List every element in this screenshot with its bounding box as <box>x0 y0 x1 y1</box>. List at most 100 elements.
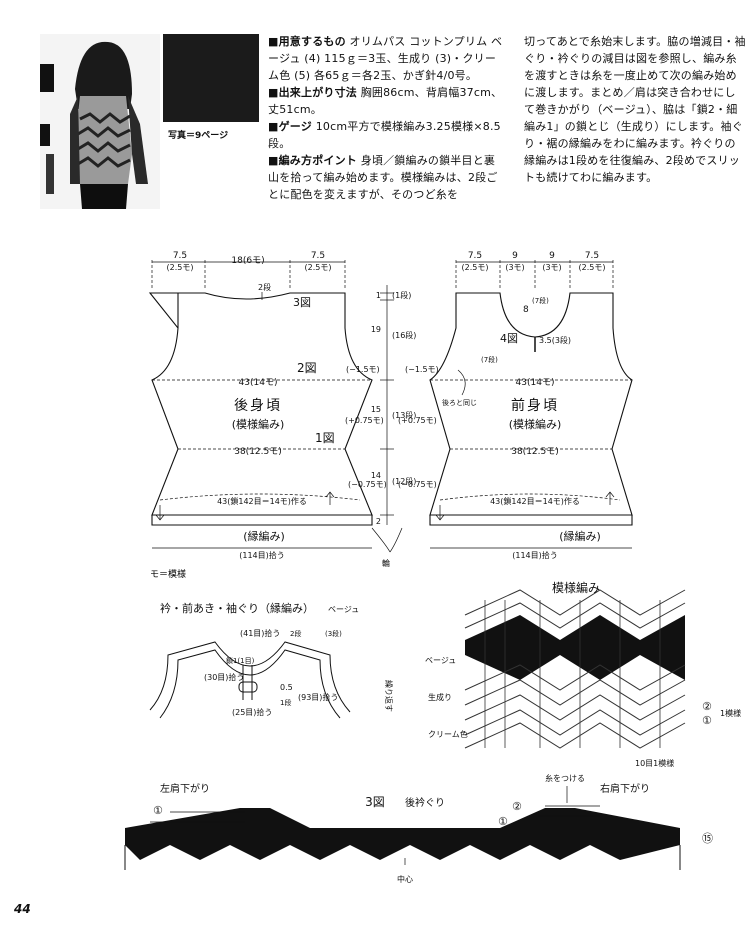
materials-label: ■用意するもの <box>268 35 346 48</box>
front-dim-3: 9 <box>549 251 555 261</box>
back-mod-left: (2.5モ) <box>167 263 194 272</box>
back-two-rows: 2段 <box>258 282 271 292</box>
scale-15: 15 <box>371 405 381 414</box>
scale-2: 2 <box>376 517 381 526</box>
fig3-mark-left-1: ① <box>153 804 163 817</box>
edging-pick41: (41目)拾う <box>240 628 280 638</box>
edging-d05: 0.5 <box>280 683 293 692</box>
points-body-1: 身頃／鎖編みの鎖半目と裏山を拾って編み始めます。模様編みは、2段ごとに配色を変え… <box>268 154 498 201</box>
pattern-kinari: 生成り <box>428 692 452 702</box>
pattern-ten-st: 10目1模様 <box>635 758 674 768</box>
front-neck-rows: (7段) <box>532 296 549 305</box>
front-width-43: 43(14モ) <box>516 378 555 388</box>
front-body-outline <box>429 292 633 516</box>
pattern-repeat: 繰り返す <box>384 680 394 712</box>
edging-slit: 鎖1(1目) <box>226 656 255 665</box>
pattern-mark-1: ① <box>702 714 712 727</box>
back-fig1: 1図 <box>315 431 335 445</box>
scale-14: 14 <box>371 471 381 480</box>
back-border: (縁編み) <box>243 529 285 543</box>
pattern-cream: クリーム色 <box>428 729 468 739</box>
pattern-one-module: 1模様 <box>720 708 741 718</box>
size-body: 胸囲86cm、背肩幅37cm、丈51cm。 <box>268 86 503 116</box>
back-width-38: 38(12.5モ) <box>234 447 282 457</box>
fabric-swatch <box>163 34 259 122</box>
photo-caption: 写真＝9ページ <box>168 131 229 141</box>
scale-14-rows: (12段) <box>392 476 416 486</box>
edging-color: ベージュ <box>328 605 359 614</box>
size-label: ■出来上がり寸法 <box>268 86 357 99</box>
back-chain: 43(鎖142目＝14モ)作る <box>217 496 307 506</box>
front-border: (縁編み) <box>559 529 601 543</box>
front-mod-2: (3モ) <box>505 263 524 272</box>
edging-pick93: (93目)拾う <box>298 692 338 702</box>
front-fig4: 4図 <box>500 332 518 345</box>
fig3-mark-15: ⑮ <box>702 832 713 845</box>
back-dim-center: 18(6モ) <box>231 256 264 266</box>
front-dim-2: 9 <box>512 251 518 261</box>
edging-d2: 2段 <box>290 629 301 638</box>
fig3-right-shoulder: 右肩下がり <box>600 782 650 795</box>
back-width-43: 43(14モ) <box>239 378 278 388</box>
gauge-body: 10cm平方で模様編み3.25模様×8.5段。 <box>268 120 501 150</box>
back-title: 後身頃 <box>234 398 282 414</box>
page-number: 44 <box>14 902 31 916</box>
front-neck-depth: 8 <box>523 305 529 315</box>
front-pickup: (114目)拾う <box>512 550 558 560</box>
edging-d3: (3段) <box>325 629 342 638</box>
front-dim-1: 7.5 <box>468 251 482 261</box>
fig3-center: 中心 <box>397 874 413 884</box>
instructions-column-2: 切ってあとで糸始末します。脇の増減目・袖ぐり・衿ぐりの減目は図を参照し、編み糸を… <box>524 33 746 186</box>
back-mod-right: (2.5モ) <box>305 263 332 272</box>
front-width-38: 38(12.5モ) <box>511 447 559 457</box>
front-plus075: (+0.75モ) <box>398 416 437 425</box>
back-pickup: (114目)拾う <box>239 550 285 560</box>
legend-mo: モ＝模様 <box>150 568 186 580</box>
edging-pick30: (30目)拾う <box>204 672 244 682</box>
front-arm-rows: (7段) <box>481 355 498 364</box>
pattern-chart <box>464 589 686 749</box>
edging-d1: 1段 <box>280 698 291 707</box>
front-dim-4: 7.5 <box>585 251 599 261</box>
instructions-column-1: ■用意するもの オリムパス コットンプリム ベージュ (4) 115ｇ＝3玉、生… <box>268 33 504 203</box>
back-subtitle: (模様編み) <box>232 417 285 431</box>
edging-title: 衿・前あき・袖ぐり（縁編み） <box>160 601 314 615</box>
front-subtitle: (模様編み) <box>509 417 562 431</box>
fig3-left-shoulder: 左肩下がり <box>160 782 210 795</box>
back-minus15: (−1.5モ) <box>346 365 380 374</box>
points-label: ■編み方ポイント <box>268 154 357 167</box>
front-mod-4: (2.5モ) <box>579 263 606 272</box>
back-fig2: 2図 <box>297 361 317 375</box>
scale-19: 19 <box>371 325 381 334</box>
back-minus075: (−0.75モ) <box>348 480 387 489</box>
fig3-title: 3図 <box>365 795 385 809</box>
fig3-mark-right-1: ① <box>498 815 508 828</box>
gauge-label: ■ゲージ <box>268 120 312 133</box>
back-body-outline <box>148 292 373 516</box>
fig3-subtitle: 後衿ぐり <box>405 796 445 809</box>
pattern-beige: ベージュ <box>425 656 456 665</box>
back-plus075: (+0.75モ) <box>345 416 384 425</box>
front-title: 前身頃 <box>511 397 559 414</box>
back-dim-right: 7.5 <box>311 251 325 261</box>
pattern-mark-2: ② <box>702 700 712 713</box>
front-mod-3: (3モ) <box>542 263 561 272</box>
front-minus15: (−1.5モ) <box>405 365 439 374</box>
materials-body: オリムパス コットンプリム ベージュ (4) 115ｇ＝3玉、生成り (3)・ク… <box>268 35 503 82</box>
edging-pick25: (25目)拾う <box>232 707 272 717</box>
front-mod-1: (2.5モ) <box>462 263 489 272</box>
front-chain: 43(鎖142目＝14モ)作る <box>490 496 580 506</box>
scale-15-rows: (13段) <box>392 410 416 420</box>
front-minus075: (−0.75モ) <box>398 480 437 489</box>
scale-1-rows: (1段) <box>392 290 411 300</box>
points-body-2: 切ってあとで糸始末します。脇の増減目・袖ぐり・衿ぐりの減目は図を参照し、編み糸を… <box>524 35 746 184</box>
fig3-neckline <box>124 786 681 870</box>
scale-19-rows: (16段) <box>392 330 416 340</box>
fig3-attach: 糸をつける <box>545 773 585 783</box>
back-fig3: 3図 <box>293 296 311 309</box>
front-slit: 3.5(3段) <box>539 335 571 345</box>
back-dim-left: 7.5 <box>173 251 187 261</box>
model-photo <box>40 34 160 209</box>
front-same-as-back: 後ろと同じ <box>442 398 477 407</box>
